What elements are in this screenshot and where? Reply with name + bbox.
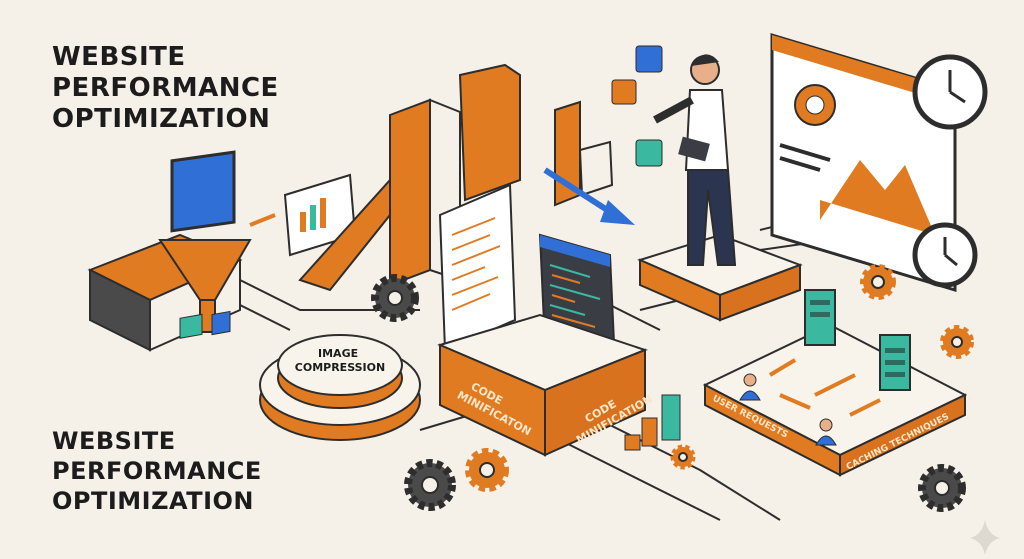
heading-line: PERFORMANCE xyxy=(52,457,262,485)
chart-card xyxy=(283,173,357,257)
heading-line: PERFORMANCE xyxy=(52,73,279,103)
code-window-left xyxy=(438,183,517,352)
request-arrows xyxy=(768,358,881,417)
caching-platform: USER REQUESTS CACHING TECHNIQUES xyxy=(702,289,968,477)
area-chart xyxy=(820,160,935,235)
heading-bottom: WEBSITE PERFORMANCE OPTIMIZATION xyxy=(52,426,262,516)
sparkle-icon xyxy=(970,520,1000,555)
funnel-block xyxy=(87,150,276,352)
user-icon xyxy=(739,390,761,401)
image-compression-disc: IMAGE COMPRESSION xyxy=(179,310,421,441)
gear-app-icon xyxy=(611,79,637,105)
chart-app-icon xyxy=(635,45,663,73)
server-icon xyxy=(804,289,836,346)
heading-line: OPTIMIZATION xyxy=(52,487,255,515)
heading-line: WEBSITE xyxy=(52,427,176,455)
label-compression: COMPRESSION xyxy=(295,361,385,374)
gear-icons xyxy=(371,264,974,512)
person-platform xyxy=(611,45,803,322)
label-image-compression: IMAGE COMPRESSION xyxy=(295,347,385,374)
trend-arrow xyxy=(543,167,635,225)
dashboard-screen xyxy=(770,32,988,293)
tablet-icon xyxy=(678,136,710,162)
user-app-icon xyxy=(635,139,663,167)
label-image: IMAGE xyxy=(318,347,358,360)
small-image-icon xyxy=(179,313,203,339)
heading-line: WEBSITE xyxy=(52,42,186,72)
code-minification-platform: CODE MINIFICATON CODE MINIFICATION xyxy=(437,313,655,457)
heading-line: OPTIMIZATION xyxy=(52,104,271,134)
person-figure xyxy=(653,54,737,266)
heading-top: WEBSITE PERFORMANCE OPTIMIZATION xyxy=(52,42,279,135)
user-icon xyxy=(815,435,837,446)
image-icon xyxy=(170,150,236,233)
small-bar-blocks xyxy=(624,394,681,451)
small-image-icon xyxy=(211,310,231,336)
